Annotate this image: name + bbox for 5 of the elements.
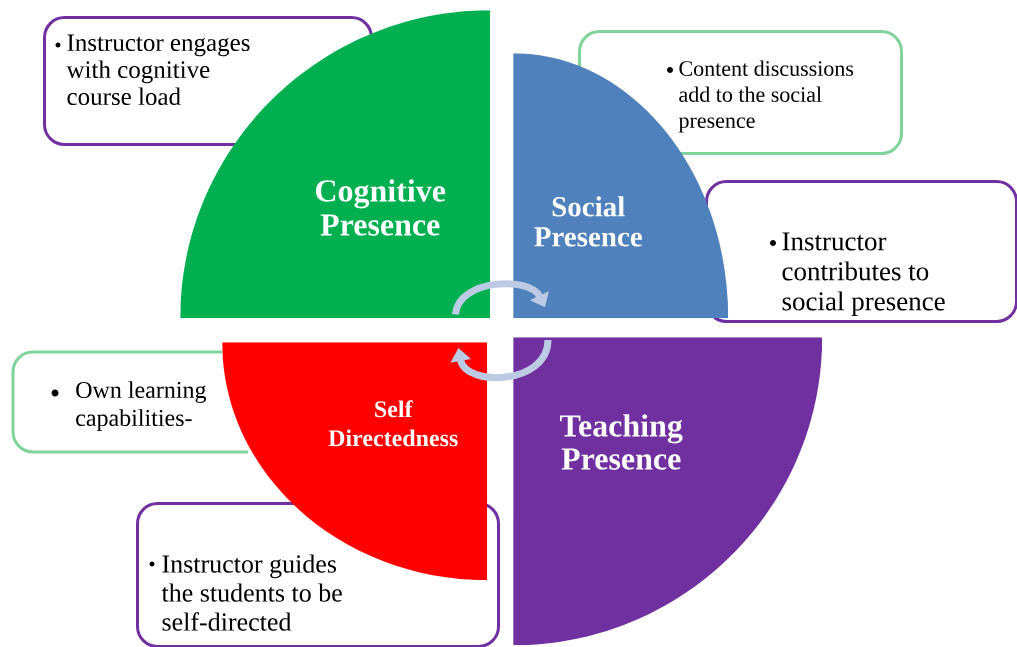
curved-arrow	[450, 339, 552, 382]
callout-box: Own learning capabilities-	[11, 350, 248, 454]
curved-arrow	[452, 280, 549, 316]
callout-box: Instructor contributes to social presence	[705, 180, 1017, 323]
quarter-circle-segment: Teaching Presence	[513, 337, 823, 646]
